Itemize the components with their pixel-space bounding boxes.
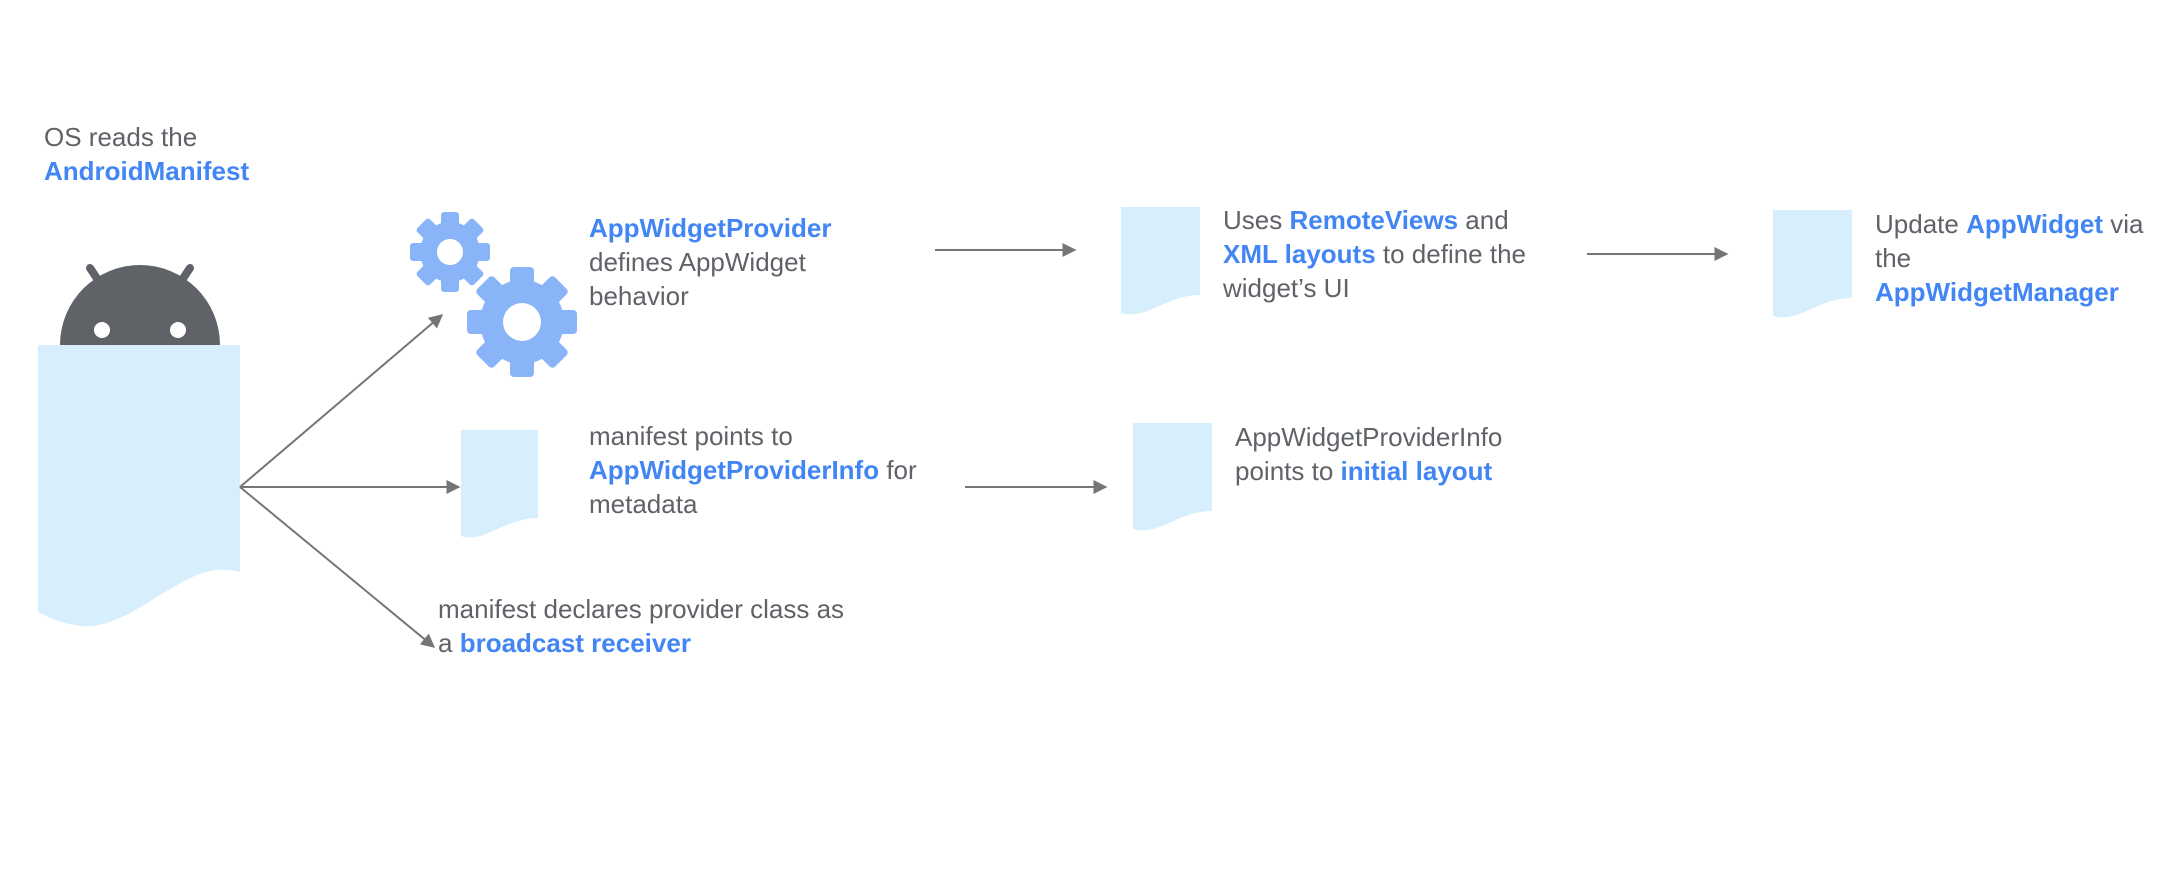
appwidgetmanager-term: AppWidgetManager xyxy=(1875,277,2119,307)
arrow-manifest-to-receiver xyxy=(239,486,436,648)
initial-layout-term: initial layout xyxy=(1340,456,1493,486)
providerinfo-label: manifest points to AppWidgetProviderInfo… xyxy=(589,421,917,519)
appwidget-term: AppWidget xyxy=(1966,209,2104,239)
os-reads-label: OS reads the AndroidManifest xyxy=(44,122,250,186)
initial-layout-label: AppWidgetProviderInfo points to initial … xyxy=(1235,422,1503,486)
broadcast-receiver-term: broadcast receiver xyxy=(459,628,691,658)
initial-layout-document-icon xyxy=(1133,423,1212,531)
android-robot-icon xyxy=(60,264,220,345)
arrow-manifest-to-provider xyxy=(239,314,444,488)
gear-large-icon xyxy=(467,267,577,377)
androidmanifest-term: AndroidManifest xyxy=(44,156,250,186)
appwidgetproviderinfo-term: AppWidgetProviderInfo xyxy=(589,455,880,485)
gear-small-icon xyxy=(410,212,490,292)
appwidgetprovider-term: AppWidgetProvider xyxy=(589,213,832,243)
update-label: Update AppWidget via the AppWidgetManage… xyxy=(1875,209,2144,307)
providerinfo-document-icon xyxy=(461,430,538,538)
remoteviews-document-icon xyxy=(1121,207,1200,315)
appwidgetmanager-document-icon xyxy=(1773,210,1852,318)
provider-label: AppWidgetProvider defines AppWidget beha… xyxy=(589,213,832,311)
receiver-label: manifest declares provider class as a br… xyxy=(438,594,845,658)
remoteviews-term: RemoteViews xyxy=(1289,205,1459,235)
xml-layouts-term: XML layouts xyxy=(1223,239,1376,269)
remoteviews-label: Uses RemoteViews and XML layouts to defi… xyxy=(1223,205,1527,303)
manifest-document-icon xyxy=(38,345,240,627)
